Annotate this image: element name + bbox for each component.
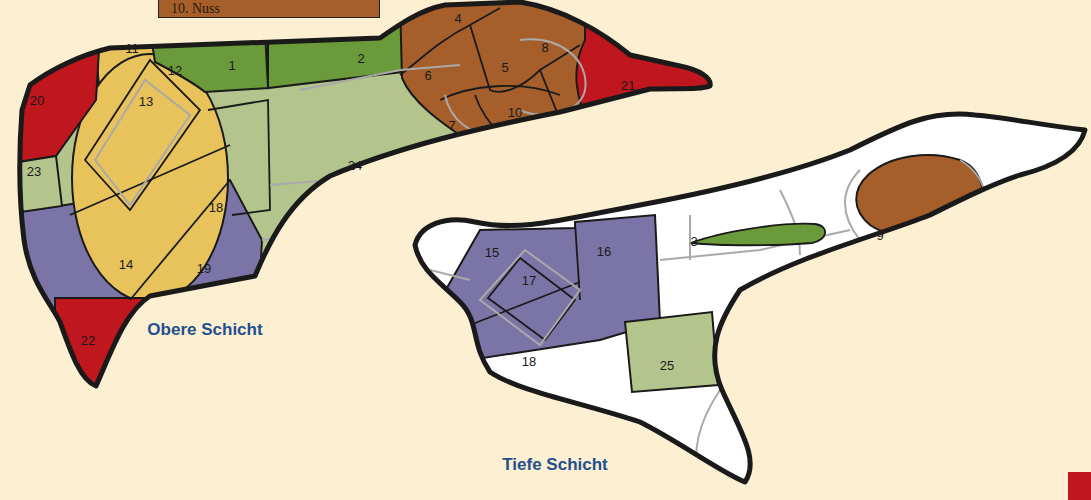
callout-number: 17 bbox=[522, 274, 536, 287]
callout-number: 25 bbox=[660, 359, 674, 372]
callout-number: 18 bbox=[209, 201, 223, 214]
callout-number: 13 bbox=[139, 95, 153, 108]
callout-number: 8 bbox=[541, 41, 548, 54]
callout-number: 4 bbox=[454, 12, 461, 25]
callout-number: 6 bbox=[424, 69, 431, 82]
callout-number: 20 bbox=[30, 94, 44, 107]
callout-number: 18 bbox=[522, 355, 536, 368]
callout-number: 19 bbox=[197, 262, 211, 275]
callout-number: 23 bbox=[27, 165, 41, 178]
callout-number: 7 bbox=[448, 119, 455, 132]
callout-number: 10 bbox=[508, 106, 522, 119]
callout-number: 12 bbox=[168, 64, 182, 77]
callout-number: 14 bbox=[119, 258, 133, 271]
callout-number: 5 bbox=[501, 61, 508, 74]
callout-number: 15 bbox=[485, 246, 499, 259]
callout-number: 21 bbox=[621, 79, 635, 92]
callout-number: 9 bbox=[876, 229, 883, 242]
legend-swatch: 10. Nuss bbox=[158, 0, 380, 18]
legend-text: 10. Nuss bbox=[159, 0, 379, 16]
callout-number: 1 bbox=[228, 59, 235, 72]
layer-title: Tiefe Schicht bbox=[502, 456, 608, 473]
layer-title: Obere Schicht bbox=[147, 321, 262, 338]
callout-number: 22 bbox=[81, 334, 95, 347]
callout-number: 16 bbox=[597, 245, 611, 258]
callout-number: 2 bbox=[357, 52, 364, 65]
callout-number: 3 bbox=[690, 235, 697, 248]
callout-number: 24 bbox=[348, 159, 362, 172]
callout-number: 11 bbox=[125, 42, 139, 55]
